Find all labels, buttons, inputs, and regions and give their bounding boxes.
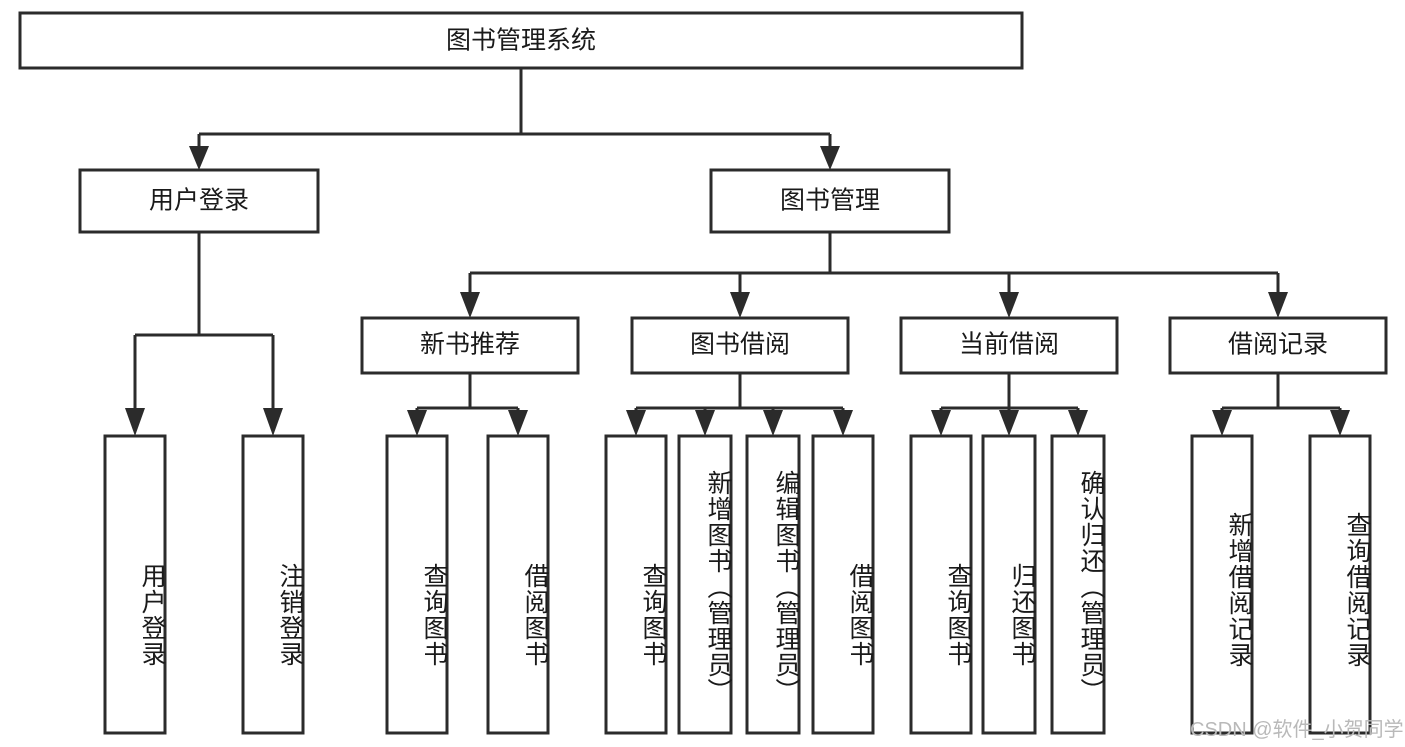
node-book-borrow-box[interactable] <box>630 316 850 375</box>
arrow-bookmanage-to-record <box>1268 292 1288 318</box>
nodes-group: 图书管理系统 用户登录 图书管理 新书推荐 图书借阅 当前借阅 借阅记录 <box>18 11 1388 735</box>
arrow-root-to-user-login <box>189 146 209 170</box>
arrow-userlogin-leaf-1 <box>125 408 145 436</box>
arrow-borrow-leaf-3 <box>763 410 783 436</box>
arrow-record-leaf-2 <box>1330 410 1350 436</box>
leaf-box-current-borrow-1[interactable] <box>909 434 973 735</box>
csdn-watermark: CSDN @软件_小贺同学 <box>1190 719 1404 741</box>
node-user-login-label: 用户登录 <box>149 187 249 215</box>
node-current-borrow-label: 当前借阅 <box>959 331 1059 359</box>
arrow-root-to-book-manage <box>820 146 840 170</box>
leaf-box-book-borrow-1[interactable] <box>604 434 668 735</box>
node-new-book-recommend-label: 新书推荐 <box>420 331 520 359</box>
arrow-userlogin-leaf-2 <box>263 408 283 436</box>
edges-group <box>125 68 1350 436</box>
leaf-box-new-book-2[interactable] <box>486 434 550 735</box>
node-borrow-record-label: 借阅记录 <box>1228 331 1328 359</box>
leaf-box-current-borrow-2[interactable] <box>981 434 1037 735</box>
arrow-record-leaf-1 <box>1212 410 1232 436</box>
arrow-newbook-leaf-1 <box>407 410 427 436</box>
leaf-box-book-borrow-3[interactable] <box>745 434 801 735</box>
leaf-box-book-borrow-2[interactable] <box>677 434 733 735</box>
node-new-book-recommend-box[interactable] <box>360 316 580 375</box>
node-user-login-box[interactable] <box>78 168 320 234</box>
node-book-manage-label: 图书管理 <box>780 187 880 215</box>
arrow-newbook-leaf-2 <box>508 410 528 436</box>
arrow-borrow-leaf-1 <box>626 410 646 436</box>
leaf-box-user-login-1[interactable] <box>103 434 167 735</box>
arrow-borrow-leaf-2 <box>695 410 715 436</box>
leaf-box-new-book-1[interactable] <box>385 434 449 735</box>
arrow-bookmanage-to-new-book <box>460 292 480 318</box>
arrow-current-leaf-1 <box>931 410 951 436</box>
node-book-manage-box[interactable] <box>709 168 951 234</box>
node-book-borrow-label: 图书借阅 <box>690 331 790 359</box>
node-borrow-record-box[interactable] <box>1168 316 1388 375</box>
node-root-box[interactable] <box>18 11 1024 70</box>
node-root-label: 图书管理系统 <box>446 27 596 55</box>
leaf-box-borrow-record-1[interactable] <box>1190 434 1254 735</box>
leaf-box-borrow-record-2[interactable] <box>1308 434 1372 735</box>
arrow-current-leaf-2 <box>999 410 1019 436</box>
leaf-box-current-borrow-3[interactable] <box>1050 434 1106 735</box>
arrow-bookmanage-to-current <box>999 292 1019 318</box>
leaf-box-book-borrow-4[interactable] <box>811 434 875 735</box>
arrow-borrow-leaf-4 <box>833 410 853 436</box>
leaf-box-user-login-2[interactable] <box>241 434 305 735</box>
arrow-current-leaf-3 <box>1068 410 1088 436</box>
node-current-borrow-box[interactable] <box>899 316 1119 375</box>
arrow-bookmanage-to-borrow <box>730 292 750 318</box>
